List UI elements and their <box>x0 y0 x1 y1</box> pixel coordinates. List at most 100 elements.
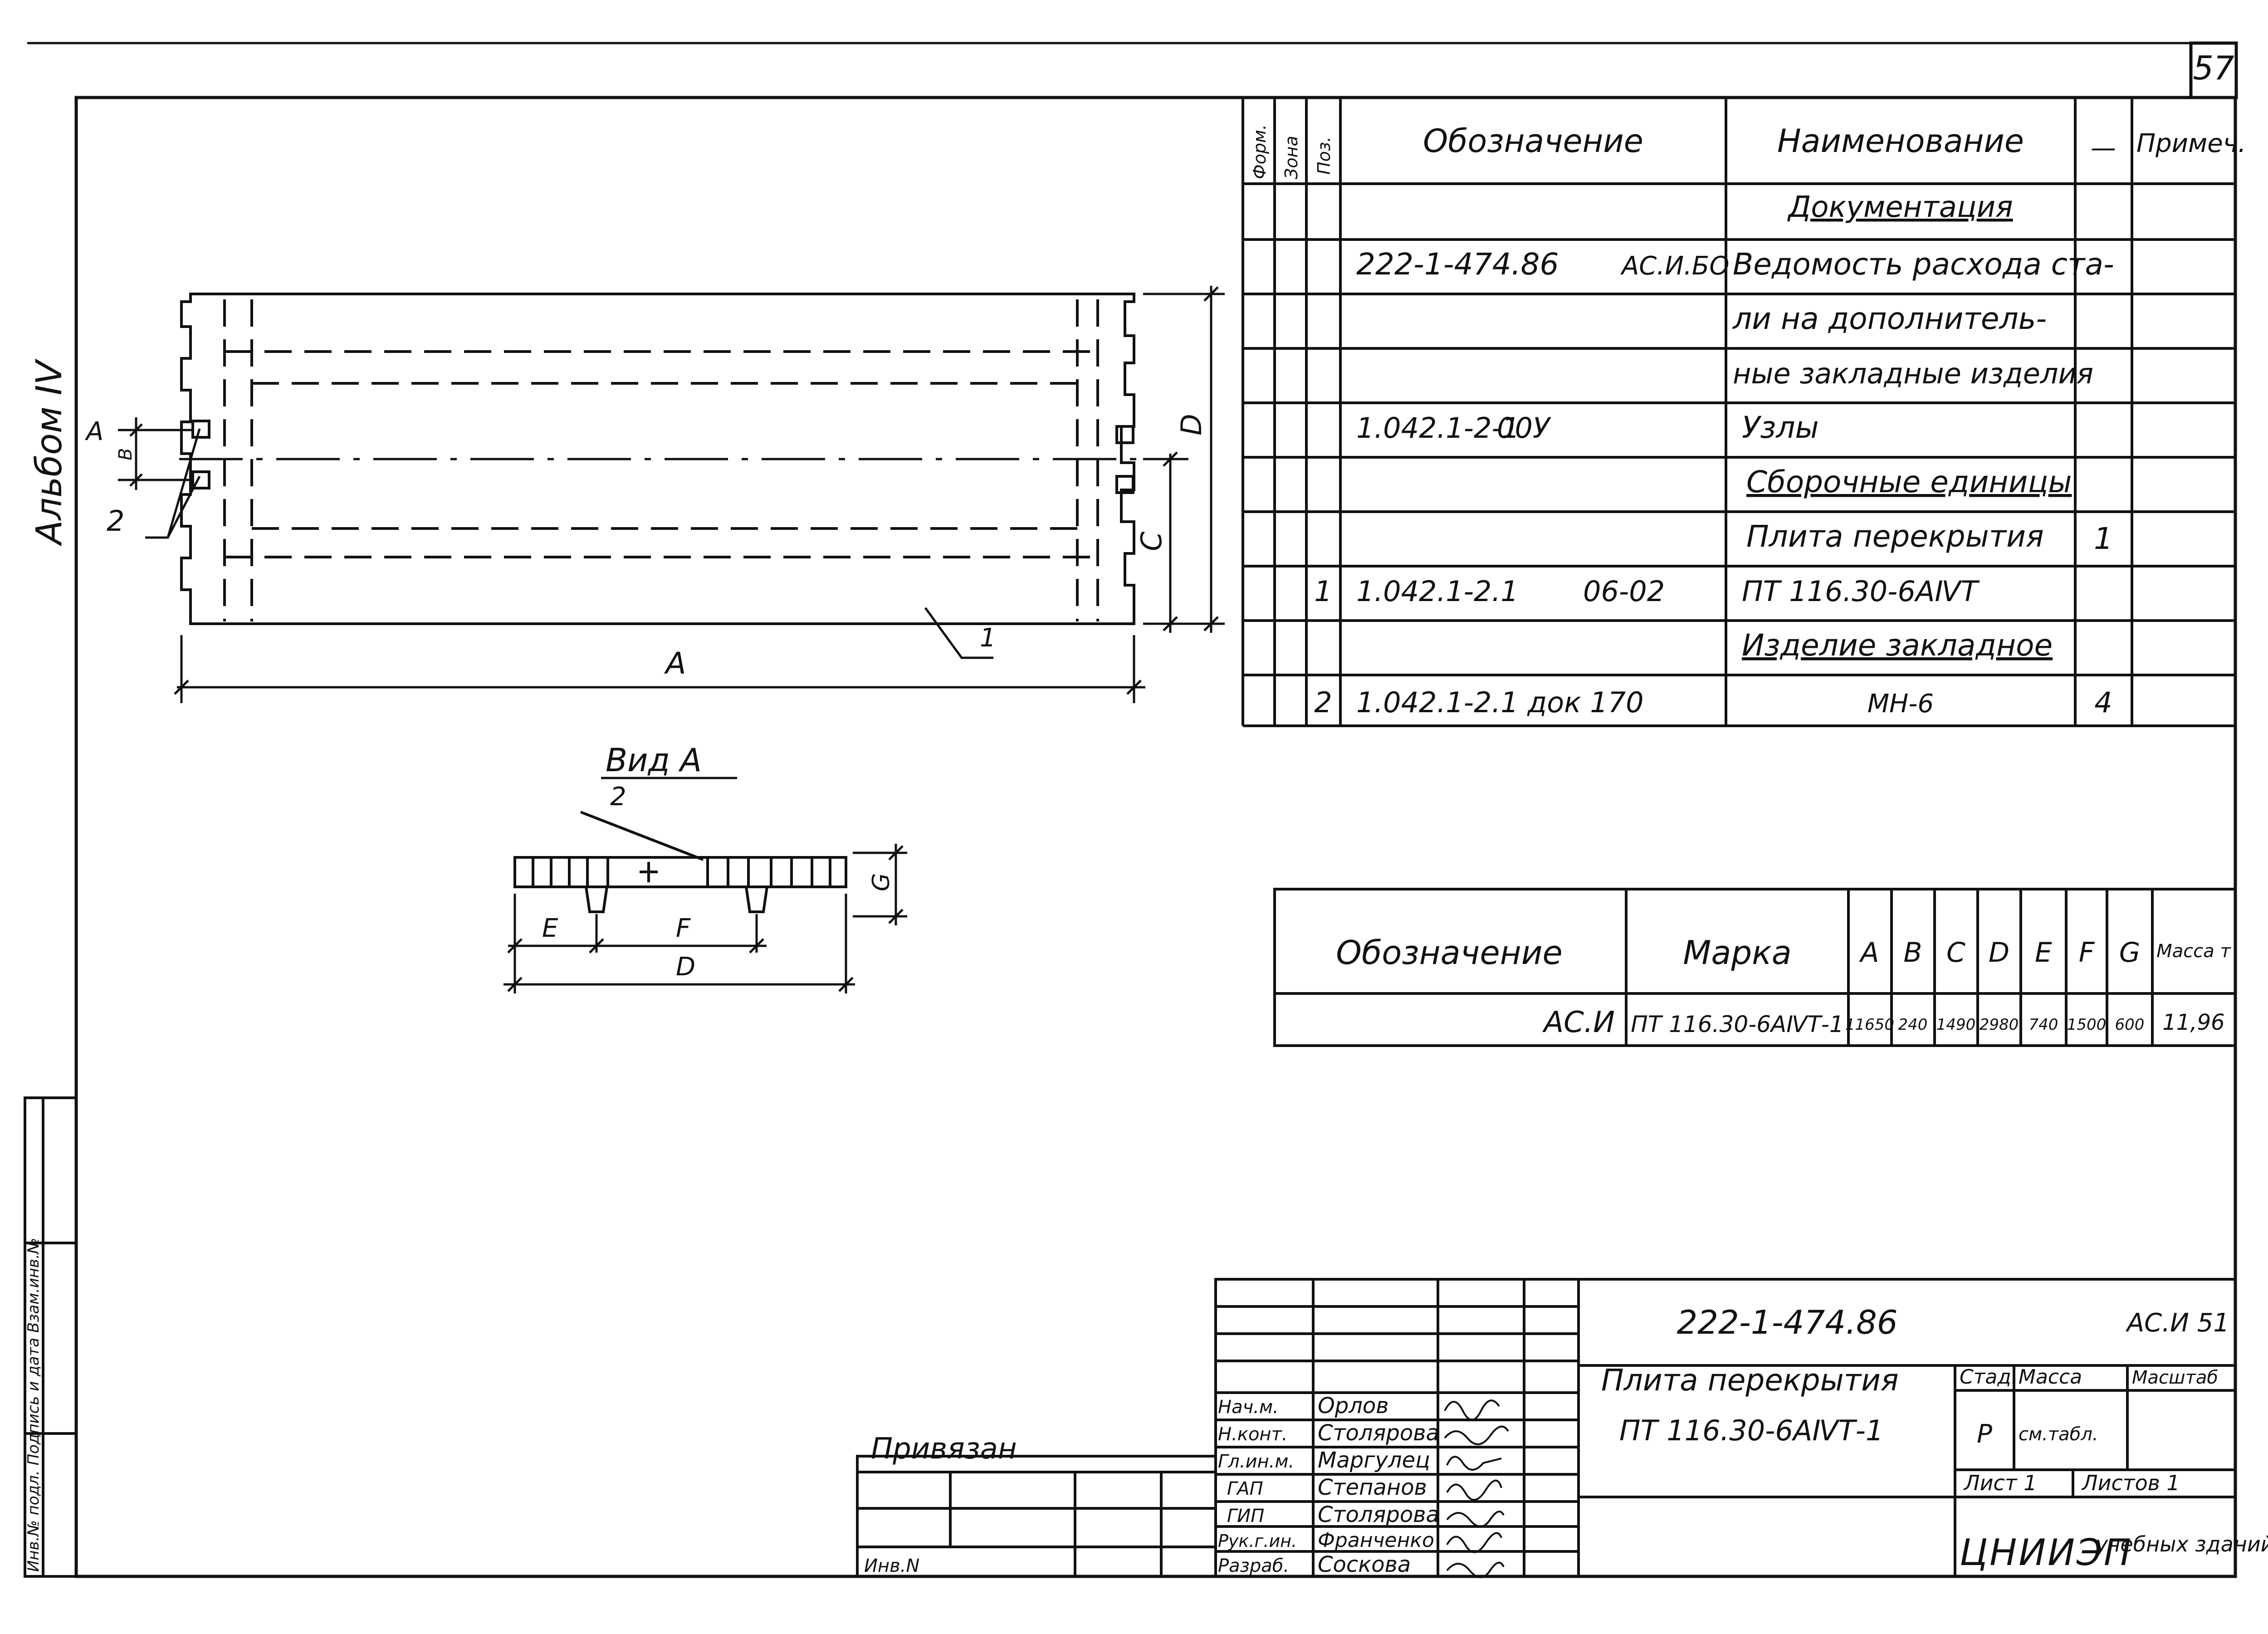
dims-h-g: G <box>2119 937 2141 969</box>
doc-number: 222-1-474.86 <box>1677 1303 1897 1341</box>
dims-designation: АС.И <box>1542 1006 1615 1039</box>
dims-c: 1490 <box>1936 1016 1976 1034</box>
view-a-dimensions <box>503 844 907 993</box>
signer-4-role: ГИП <box>1227 1506 1264 1526</box>
header-name: Наименование <box>1777 122 2024 160</box>
dim-b-label: B <box>115 448 136 460</box>
dims-h-a: A <box>1858 937 1879 969</box>
pos-1-label: 1 <box>980 623 996 653</box>
pos-2-label: 2 <box>107 504 124 538</box>
title-line2: ПТ 116.30-6АⅣТ-1 <box>1619 1414 1883 1447</box>
row-7-name: ПТ 116.30-6АⅣТ <box>1742 575 1980 608</box>
view-a-title: Вид А <box>606 742 702 779</box>
signer-3-role: ГАП <box>1227 1478 1263 1499</box>
dims-g: 600 <box>2115 1016 2145 1034</box>
page-number: 57 <box>2193 49 2234 87</box>
signer-0-role: Нач.м. <box>1218 1397 1279 1418</box>
header-designation: Обозначение <box>1423 122 1643 160</box>
dims-h-mass: Масса т <box>2156 941 2231 962</box>
sheet-code: АС.И 51 <box>2126 1308 2229 1338</box>
signer-6-role: Разраб. <box>1218 1556 1289 1576</box>
dim-e-label: E <box>542 914 558 943</box>
dim-d-view-label: D <box>676 952 695 982</box>
row-2-name: ли на дополнитель- <box>1732 301 2047 336</box>
dims-mass: 11,96 <box>2162 1010 2224 1035</box>
header-qty: — <box>2091 133 2116 163</box>
scale-label: Масштаб <box>2132 1367 2218 1388</box>
title-block-text: 222-1-474.86 АС.И 51 Плита перекрытия ПТ… <box>864 1303 2268 1577</box>
title-block-grid <box>856 1278 2237 1578</box>
sheet-label: Лист 1 <box>1963 1471 2037 1495</box>
signer-3-name: Степанов <box>1318 1475 1427 1500</box>
row-9-name: МН-6 <box>1867 689 1934 719</box>
title-line1: Плита перекрытия <box>1601 1363 1899 1398</box>
sheets-label: Листов 1 <box>2081 1471 2180 1495</box>
signer-6-name: Соскова <box>1318 1552 1411 1577</box>
stage-label: Стад. <box>1960 1365 2018 1389</box>
signer-0-name: Орлов <box>1318 1393 1389 1419</box>
row-8-name: Изделие закладное <box>1742 628 2053 663</box>
dims-h-e: E <box>2035 937 2052 969</box>
side-stamp-text: Инв.№ подл. Подпись и дата Взам.инв.№ <box>24 1238 43 1572</box>
signer-5-name: Франченко <box>1318 1529 1434 1552</box>
org-sub: учебных зданий <box>2095 1532 2268 1556</box>
signer-2-role: Гл.ин.м. <box>1218 1451 1294 1472</box>
row-7-pos: 1 <box>1314 575 1332 608</box>
plan-dimensions <box>118 286 1225 703</box>
spec-table-grid <box>1242 98 2235 727</box>
dim-a-label: A <box>664 646 686 681</box>
row-9-qty: 4 <box>2094 686 2112 719</box>
inv-label: Инв.N <box>864 1556 919 1576</box>
dim-c-label: C <box>1135 531 1168 551</box>
dims-mark: ПТ 116.30-6АⅣТ-1 <box>1631 1011 1844 1037</box>
row-4-code: 00У <box>1497 411 1552 445</box>
header-zone: Зона <box>1281 136 1301 179</box>
row-1-name: Ведомость расхода ста- <box>1733 247 2114 282</box>
side-stamp <box>24 1096 78 1578</box>
row-5-name: Сборочные единицы <box>1746 465 2072 499</box>
row-9-pos: 2 <box>1314 686 1332 719</box>
row-0-name: Документация <box>1787 191 2013 224</box>
slab-hidden-lines <box>223 299 1099 621</box>
row-7-code: 06-02 <box>1583 575 1665 608</box>
dims-b: 240 <box>1898 1016 1928 1034</box>
view-marker-a: А <box>85 417 103 446</box>
signatures <box>1444 1399 1509 1578</box>
row-7-designation: 1.042.1-2.1 <box>1356 575 1519 608</box>
mass-value: см.табл. <box>2019 1424 2098 1445</box>
spec-table-header: Форм. Зона Поз. Обозначение Наименование… <box>1250 122 2246 179</box>
header-pos: Поз. <box>1314 137 1334 175</box>
signer-2-name: Маргулец <box>1318 1448 1430 1473</box>
dims-table-row: АС.И ПТ 116.30-6АⅣТ-1 11650 240 1490 298… <box>1542 1006 2224 1039</box>
row-4-designation: 1.042.1-2-1 <box>1356 411 1520 445</box>
signer-1-name: Столярова <box>1318 1420 1439 1446</box>
header-note: Примеч. <box>2136 129 2246 158</box>
dims-f: 1500 <box>2067 1016 2107 1034</box>
view-a-plate <box>513 811 847 913</box>
dim-d-label: D <box>1175 414 1208 435</box>
dims-h-c: C <box>1946 937 1965 969</box>
row-3-name: ные закладные изделия <box>1733 357 2093 390</box>
signer-5-role: Рук.г.ин. <box>1218 1531 1297 1551</box>
row-4-name: Узлы <box>1742 410 1819 445</box>
row-9-designation: 1.042.1-2.1 док 170 <box>1356 686 1644 719</box>
dims-h-f: F <box>2079 937 2095 969</box>
dims-table-header: Обозначение Марка A B C D E F G Масса т <box>1336 934 2231 972</box>
mass-label: Масса <box>2019 1365 2082 1389</box>
dims-h-d: D <box>1989 937 2009 969</box>
row-6-name: Плита перекрытия <box>1746 519 2044 554</box>
view-a-pos2: 2 <box>610 782 626 812</box>
album-label: Альбом IV <box>29 358 70 547</box>
spec-table-rows: Документация 222-1-474.86 АС.И.БО Ведомо… <box>1314 191 2114 719</box>
dims-h-mark: Марка <box>1683 934 1792 972</box>
dims-h-designation: Обозначение <box>1336 934 1563 972</box>
org-name: ЦНИИЭП <box>1960 1531 2133 1574</box>
privyazan-label: Привязан <box>871 1432 1017 1466</box>
dims-h-b: B <box>1903 937 1922 969</box>
row-1-code: АС.И.БО <box>1620 251 1729 281</box>
dims-e: 740 <box>2029 1016 2058 1034</box>
dims-table-grid <box>1273 888 2237 1047</box>
dim-g-label: G <box>868 873 895 891</box>
dims-a: 11650 <box>1845 1016 1894 1034</box>
